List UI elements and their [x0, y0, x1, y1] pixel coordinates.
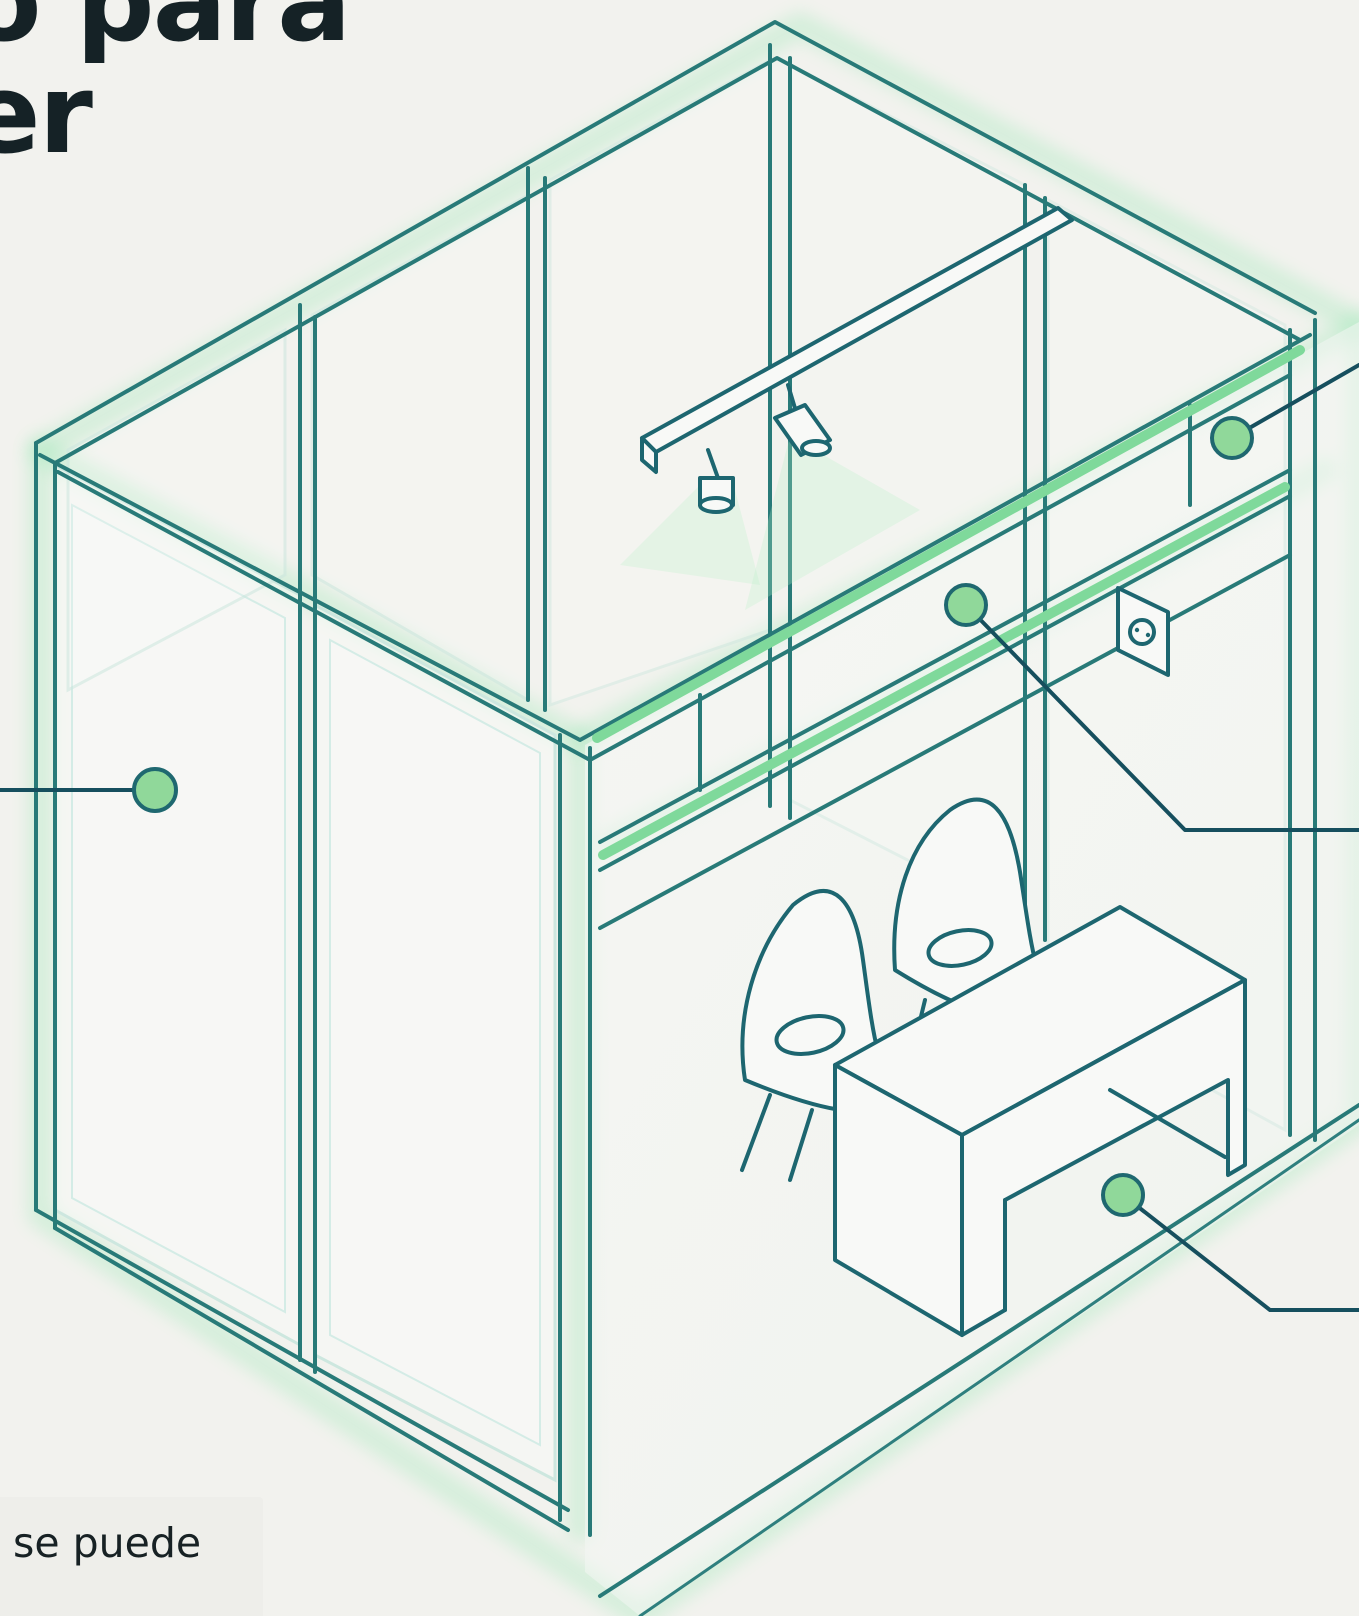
caption-box: se puede [0, 1497, 263, 1616]
callout-marker-front-fascia [946, 585, 986, 625]
callout-marker-left-panel [134, 769, 176, 811]
caption-text: se puede [13, 1519, 201, 1567]
callout-marker-upper-right-fascia [1212, 418, 1252, 458]
callout-marker-floor [1103, 1175, 1143, 1215]
